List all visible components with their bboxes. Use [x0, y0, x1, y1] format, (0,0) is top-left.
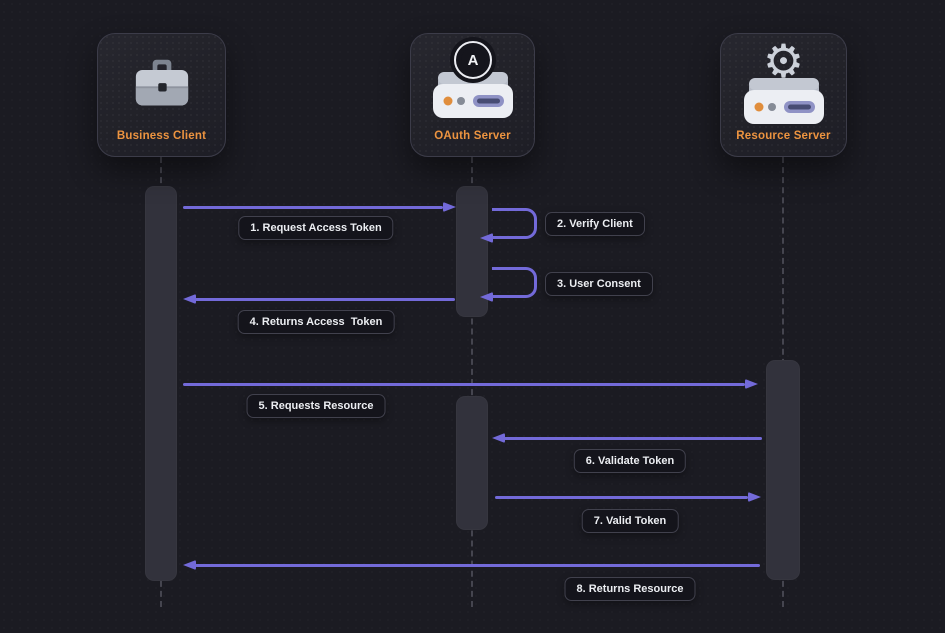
message-2-arrowhead	[480, 233, 493, 243]
message-2-self-loop	[480, 208, 537, 243]
message-7-arrowhead	[748, 492, 761, 502]
oauth-badge-letter: A	[467, 51, 479, 69]
message-6-arrow	[504, 437, 762, 440]
message-5-arrow	[183, 383, 745, 386]
actor-label-business-client: Business Client	[116, 130, 207, 142]
message-3-arrowhead	[480, 292, 493, 302]
message-4-arrowhead	[183, 294, 196, 304]
message-6-label: 6. Validate Token	[573, 449, 687, 473]
message-1-arrow	[183, 206, 443, 209]
message-8-arrowhead	[183, 560, 196, 570]
message-4-label: 4. Returns Access Token	[237, 310, 395, 334]
message-5-arrowhead	[745, 379, 758, 389]
message-8-arrow	[195, 564, 760, 567]
message-3-label: 3. User Consent	[545, 272, 653, 296]
server-icon	[744, 78, 824, 124]
oauth-badge-icon: A	[454, 41, 492, 79]
activation-bar-oauth-server-2	[456, 396, 488, 530]
message-5-label: 5. Requests Resource	[246, 394, 386, 418]
message-1-arrowhead	[443, 202, 456, 212]
lifeline-oauth-server	[471, 157, 473, 607]
message-1-label: 1. Request Access Token	[238, 216, 394, 240]
activation-bar-business-client	[145, 186, 177, 581]
message-7-arrow	[495, 496, 748, 499]
message-6-arrowhead	[492, 433, 505, 443]
activation-bar-resource-server	[766, 360, 800, 580]
actor-label-resource-server: Resource Server	[736, 130, 831, 142]
message-8-label: 8. Returns Resource	[564, 577, 696, 601]
actor-label-oauth-server: OAuth Server	[434, 130, 511, 142]
message-4-arrow	[195, 298, 455, 301]
actor-card-business-client: Business Client	[97, 33, 226, 157]
message-3-self-loop	[480, 267, 537, 302]
gear-icon: ⚙	[762, 34, 805, 88]
message-7-label: 7. Valid Token	[581, 509, 679, 533]
actor-card-resource-server: ⚙ Resource Server	[720, 33, 847, 157]
message-2-label: 2. Verify Client	[545, 212, 645, 236]
actor-card-oauth-server: A OAuth Server	[410, 33, 535, 157]
briefcase-icon	[135, 59, 189, 106]
